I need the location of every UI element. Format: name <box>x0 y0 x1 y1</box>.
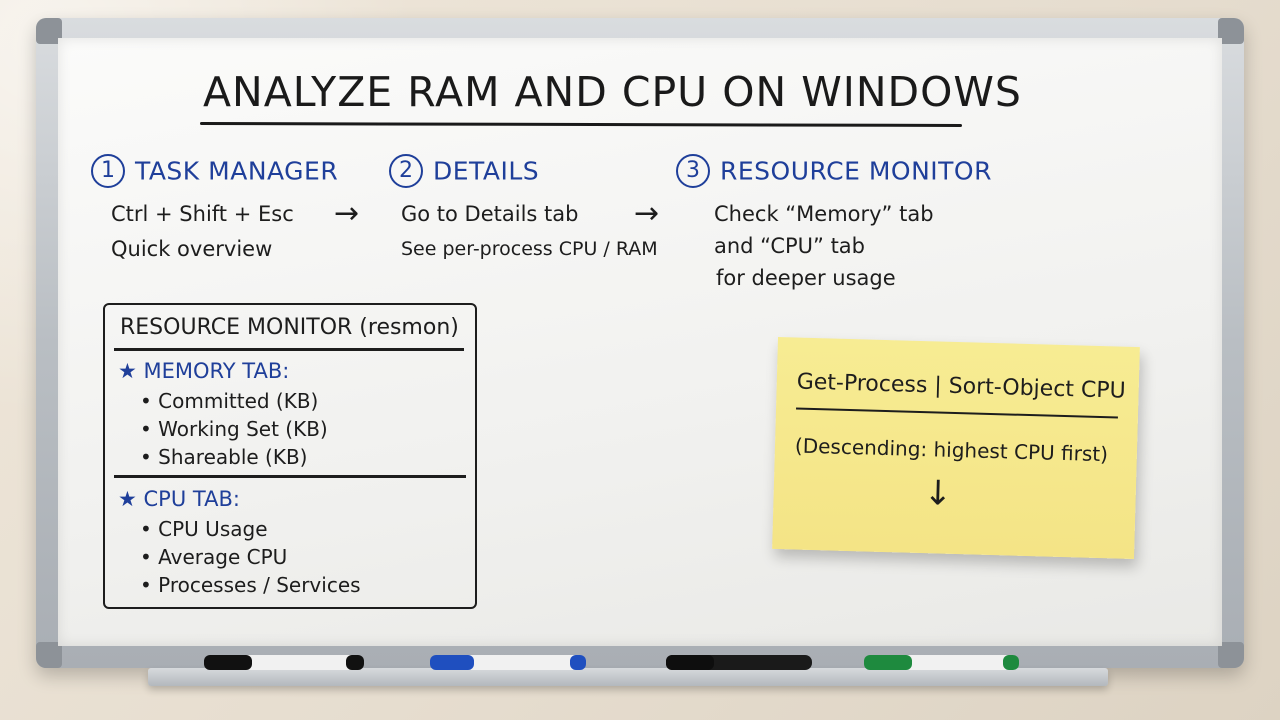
green-marker[interactable] <box>864 655 1019 670</box>
list-item: • Processes / Services <box>140 573 361 597</box>
cpu-item-label: CPU Usage <box>158 517 268 541</box>
arrow-right-icon: → <box>634 196 660 231</box>
marker-cap <box>864 655 912 670</box>
step-2-title: DETAILS <box>433 156 540 186</box>
step-3-line: for deeper usage <box>716 266 896 290</box>
list-item: • Working Set (KB) <box>140 417 328 441</box>
list-item: • Shareable (KB) <box>140 445 308 469</box>
step-3-number-icon: 3 <box>676 154 710 188</box>
list-item: • Average CPU <box>140 545 288 569</box>
list-item: • CPU Usage <box>140 517 268 541</box>
cpu-tab-heading: ★ CPU TAB: <box>118 487 240 511</box>
sticky-underline <box>796 407 1118 419</box>
step-1-line: Ctrl + Shift + Esc <box>111 202 294 226</box>
step-2-number-icon: 2 <box>389 154 423 188</box>
memory-item-label: Committed (KB) <box>158 389 319 413</box>
list-item: • Committed (KB) <box>140 389 319 413</box>
sticky-note-text: (Descending: highest CPU first) <box>794 433 1109 467</box>
step-1-number-icon: 1 <box>91 154 125 188</box>
black-marker[interactable] <box>204 655 364 670</box>
memory-item-label: Shareable (KB) <box>158 445 308 469</box>
cpu-item-label: Processes / Services <box>158 573 361 597</box>
resource-monitor-box <box>103 303 477 609</box>
resmon-title: RESOURCE MONITOR (resmon) <box>120 315 459 340</box>
step-3-heading: 3 RESOURCE MONITOR <box>676 154 992 188</box>
cpu-item-label: Average CPU <box>158 545 288 569</box>
star-icon: ★ <box>118 359 137 383</box>
frame-corner <box>36 642 62 668</box>
cpu-tab-label: CPU TAB: <box>143 487 240 511</box>
step-3-title: RESOURCE MONITOR <box>720 156 992 186</box>
sticky-command: Get-Process | Sort-Object CPU <box>796 369 1127 404</box>
step-2-line: See per-process CPU / RAM <box>401 238 658 260</box>
step-3-line: and “CPU” tab <box>714 234 865 258</box>
memory-tab-label: MEMORY TAB: <box>143 359 290 383</box>
arrow-right-icon: → <box>334 196 360 231</box>
resmon-section-divider <box>114 475 466 478</box>
marker-tray <box>148 668 1108 686</box>
marker-cap <box>666 655 714 670</box>
black-marker[interactable] <box>666 655 812 670</box>
frame-corner <box>1218 642 1244 668</box>
arrow-down-icon: ↓ <box>923 473 953 514</box>
frame-corner <box>1218 18 1244 44</box>
memory-tab-heading: ★ MEMORY TAB: <box>118 359 289 383</box>
resmon-title-divider <box>114 348 464 351</box>
marker-cap <box>1003 655 1019 670</box>
star-icon: ★ <box>118 487 137 511</box>
board-title: ANALYZE RAM AND CPU ON WINDOWS <box>203 68 1022 116</box>
step-2-heading: 2 DETAILS <box>389 154 539 188</box>
sticky-note: Get-Process | Sort-Object CPU (Descendin… <box>772 336 1140 560</box>
step-3-line: Check “Memory” tab <box>714 202 934 226</box>
step-1-line: Quick overview <box>111 237 273 261</box>
marker-cap <box>346 655 364 670</box>
step-1-heading: 1 TASK MANAGER <box>91 154 338 188</box>
blue-marker[interactable] <box>430 655 586 670</box>
frame-corner <box>36 18 62 44</box>
memory-item-label: Working Set (KB) <box>158 417 328 441</box>
marker-cap <box>204 655 252 670</box>
marker-cap <box>430 655 474 670</box>
step-1-title: TASK MANAGER <box>135 156 339 186</box>
marker-cap <box>570 655 586 670</box>
step-2-line: Go to Details tab <box>401 202 579 226</box>
